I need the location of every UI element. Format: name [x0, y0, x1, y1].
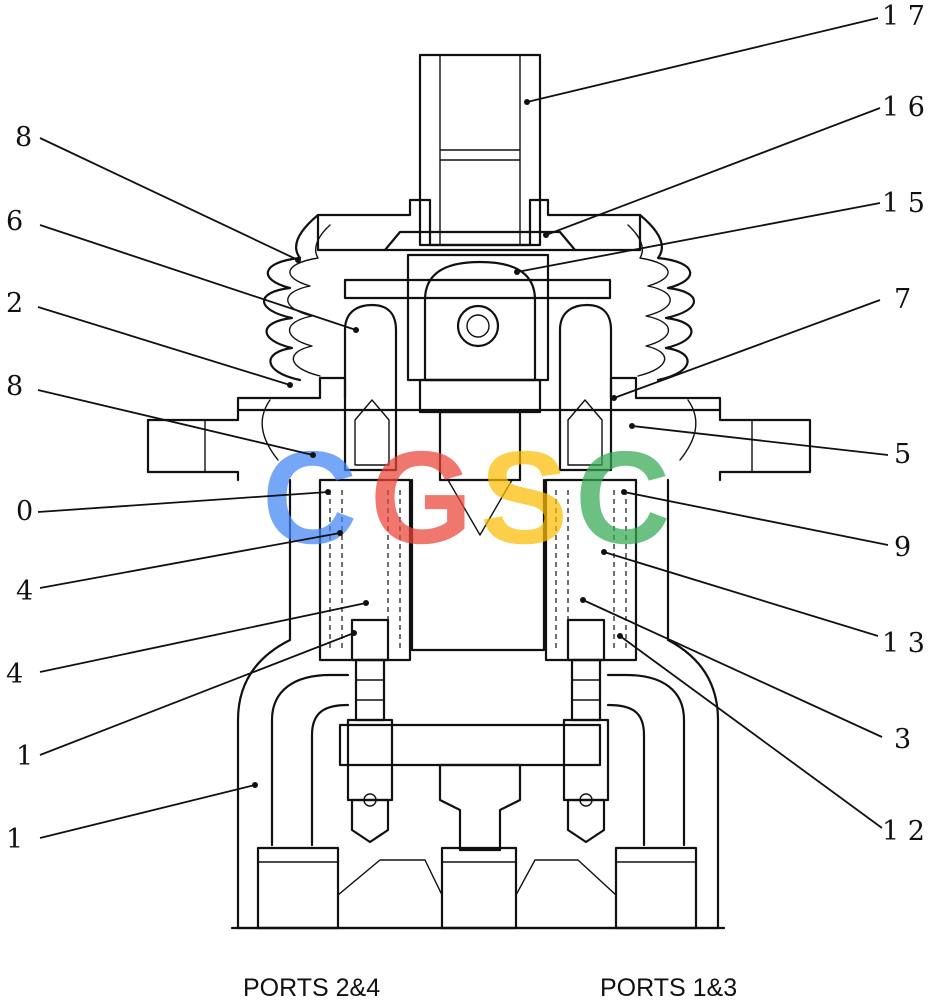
central-core — [338, 478, 602, 852]
callout-17: 1 7 — [882, 1, 925, 32]
cam-plate-and-joint — [343, 253, 612, 536]
left-spring-chamber — [318, 478, 412, 722]
right-spool — [562, 718, 610, 844]
right-pusher — [558, 303, 613, 472]
callout-12: 1 2 — [882, 816, 925, 847]
watermark-letter-c2: C — [575, 424, 670, 571]
callout-1-left-lower: 1 — [6, 824, 23, 855]
callout-4-left-lower: 4 — [6, 659, 23, 690]
right-spring-chamber — [544, 478, 638, 722]
ports-left-label: PORTS 2&4 — [243, 974, 380, 1000]
callout-4-left-upper: 4 — [16, 576, 33, 607]
callout-0-left: 0 — [16, 496, 33, 527]
lever-handle — [418, 53, 542, 247]
callout-3-right: 3 — [894, 724, 911, 755]
right-bellows — [627, 213, 696, 382]
left-spool — [346, 718, 394, 844]
top-cap — [316, 198, 642, 252]
upper-housing — [146, 376, 812, 482]
watermark-letter-g: G — [370, 424, 473, 571]
oil-passages — [270, 673, 686, 847]
callout-8-left-mid: 8 — [6, 371, 23, 402]
port-bosses — [256, 846, 698, 930]
callout-2-left: 2 — [6, 288, 23, 319]
callout-16: 1 6 — [882, 92, 925, 123]
callout-13: 1 3 — [882, 628, 925, 659]
watermark-logo: C G S C — [262, 424, 670, 571]
watermark-letter-c1: C — [262, 424, 357, 571]
callout-8-left-top: 8 — [15, 122, 32, 153]
callout-5-right: 5 — [894, 439, 911, 470]
callout-leaders — [37, 17, 889, 839]
left-bellows — [262, 213, 331, 382]
callout-1-left-upper: 1 — [16, 741, 33, 772]
callout-6-left: 6 — [6, 206, 23, 237]
callout-9-right: 9 — [894, 532, 911, 563]
ports-right-label: PORTS 1&3 — [600, 974, 737, 1000]
callout-7-right: 7 — [894, 284, 911, 315]
left-pusher — [343, 303, 398, 472]
callout-15: 1 5 — [882, 188, 925, 219]
watermark-letter-s: S — [480, 424, 568, 571]
